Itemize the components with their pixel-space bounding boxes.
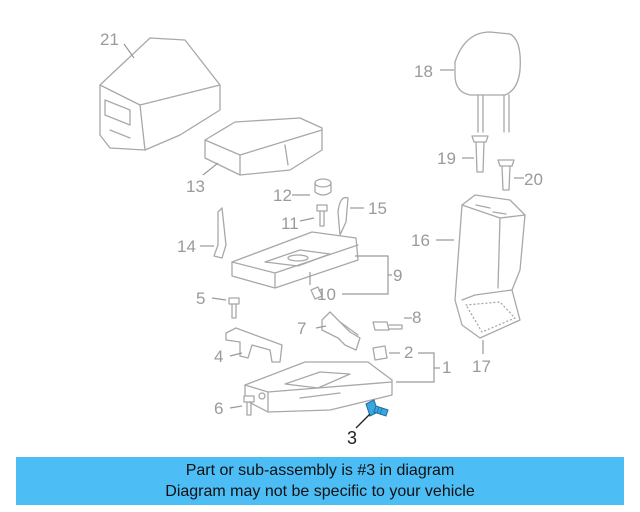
part-2-nut (372, 345, 388, 361)
part-9-tray (231, 231, 359, 289)
callout-13: 13 (186, 177, 205, 196)
part-5-bolt (228, 297, 240, 319)
part-7-bracket (321, 311, 361, 351)
part-19-guide (471, 135, 489, 173)
banner-line-disclaimer: Diagram may not be specific to your vehi… (165, 483, 475, 500)
callout-17: 17 (472, 357, 491, 376)
part-1-base-plate (244, 361, 393, 413)
part-20-guide (497, 159, 515, 191)
info-banner: Part or sub-assembly is #3 in diagram Di… (16, 457, 624, 505)
banner-line-part-number: Part or sub-assembly is #3 in diagram (185, 462, 455, 479)
part-6-bolt (243, 395, 255, 416)
callout-3: 3 (347, 428, 357, 448)
callout-5: 5 (196, 289, 205, 308)
callout-11: 11 (281, 214, 299, 233)
callout-18: 18 (414, 62, 433, 81)
part-21-armrest-box (99, 37, 221, 151)
callout-19: 19 (437, 149, 456, 168)
part-18-headrest (454, 31, 521, 133)
part-12-cap (314, 178, 332, 196)
callout-14: 14 (177, 237, 196, 256)
part-16-seatback (454, 194, 526, 339)
part-14-strap (213, 207, 227, 259)
callout-12: 12 (273, 186, 292, 205)
part-10-clip (310, 286, 323, 300)
callout-1: 1 (442, 358, 451, 377)
part-13-lid (204, 117, 323, 176)
part-11-bolt (316, 204, 328, 227)
callout-2: 2 (404, 343, 413, 362)
callout-4: 4 (214, 347, 223, 366)
part-3-bolt-highlighted (365, 399, 389, 417)
parts-diagram: 21 13 12 11 15 14 9 (99, 30, 543, 448)
callout-7: 7 (297, 319, 306, 338)
callout-15: 15 (368, 199, 387, 218)
callout-9: 9 (393, 266, 402, 285)
part-4-bracket (225, 327, 283, 363)
callout-16: 16 (411, 231, 430, 250)
part-8-bolt (372, 321, 403, 331)
callout-10: 10 (317, 285, 336, 304)
callout-21: 21 (100, 30, 119, 49)
callout-20: 20 (524, 170, 543, 189)
part-15-clip (337, 196, 349, 236)
callout-8: 8 (412, 308, 421, 327)
callout-6: 6 (214, 399, 223, 418)
